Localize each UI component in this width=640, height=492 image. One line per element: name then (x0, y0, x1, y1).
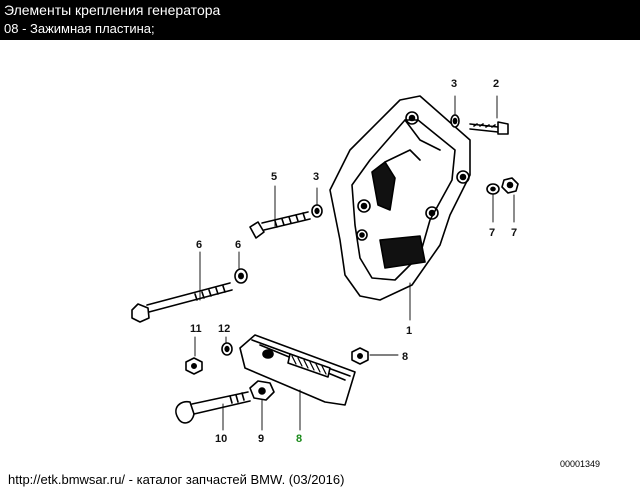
callout-4: 5 (271, 171, 277, 183)
clamp-plate-8 (239, 334, 356, 406)
page-subtitle: 08 - Зажимная пластина; (4, 21, 155, 36)
callout-5: 6 (196, 239, 202, 251)
callout-3-top: 3 (451, 78, 457, 90)
bolt-5 (131, 282, 233, 323)
bracket-part (329, 95, 471, 301)
callout-2: 2 (493, 78, 499, 90)
parts-diagram: 3 2 5 3 6 6 7 7 1 11 12 8 8 9 10 (0, 40, 640, 492)
callout-10: 10 (215, 433, 227, 445)
callout-6-right: 7 (489, 227, 495, 239)
callout-8[interactable]: 8 (296, 433, 302, 445)
footer-text: http://etk.bmwsar.ru/ - каталог запчасте… (8, 472, 345, 487)
callout-11: 11 (190, 323, 202, 335)
callout-12: 12 (218, 323, 230, 335)
callout-1: 1 (406, 325, 412, 337)
bolt-10 (175, 391, 251, 424)
page-title: Элементы крепления генератора (4, 2, 221, 18)
header-bar: Элементы крепления генератора 08 - Зажим… (0, 0, 640, 40)
bolt-2 (469, 121, 509, 135)
catalog-number: 00001349 (559, 459, 600, 469)
callout-9: 9 (258, 433, 264, 445)
callout-6-left: 6 (235, 239, 241, 251)
callout-7-right: 7 (511, 227, 517, 239)
callout-3-left: 3 (313, 171, 319, 183)
callout-7-lower: 8 (402, 351, 408, 363)
bolt-4 (249, 211, 311, 239)
